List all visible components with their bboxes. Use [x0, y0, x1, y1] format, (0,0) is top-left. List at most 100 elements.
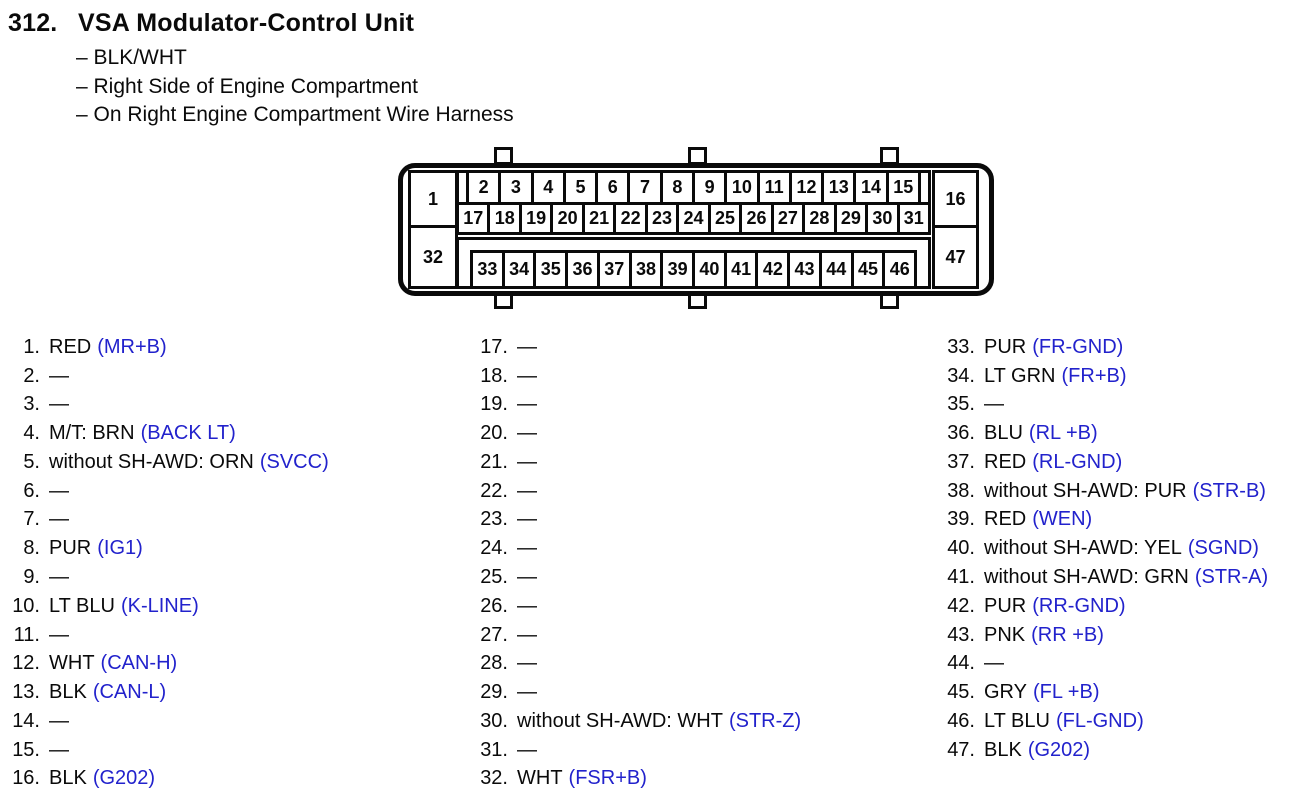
pin-number: 15.	[12, 738, 40, 761]
wire-color: GRY	[984, 681, 1027, 704]
pin-number: 25.	[480, 566, 508, 588]
pin-cell-22: 22	[613, 202, 648, 235]
pin-number: 5.	[23, 450, 40, 473]
wire-color: —	[49, 623, 69, 646]
pin-number: 24.	[480, 537, 508, 560]
signal-name: (STR-A)	[1194, 566, 1269, 588]
wire-color: PNK	[984, 623, 1026, 646]
wire-color: BLK	[984, 738, 1022, 761]
signal-name: (RL-GND)	[1032, 450, 1123, 473]
pin-entry: 31.—	[468, 736, 801, 765]
pin-entry: 21.—	[468, 448, 801, 477]
pin-cell-10: 10	[724, 170, 760, 205]
pin-entry: 30.without SH-AWD: WHT(STR-Z)	[468, 707, 801, 736]
signal-name: (FR+B)	[1061, 364, 1127, 387]
pin-number: 42.	[947, 594, 975, 617]
pin-entry: 6.—	[0, 477, 329, 506]
pin-list-column-2: 17.—18.—19.—20.—21.—22.—23.—24.—25.—26.—…	[468, 333, 801, 793]
pin-cell-17: 17	[456, 202, 491, 235]
pin-cell-24: 24	[676, 202, 711, 235]
wire-color: —	[517, 652, 537, 675]
pin-number: 1.	[23, 335, 40, 358]
pin-number: 4.	[23, 422, 40, 445]
wire-color: LT BLU	[984, 709, 1050, 732]
wire-color: —	[517, 393, 537, 416]
pin-entry: 46.LT BLU(FL-GND)	[935, 707, 1268, 736]
signal-name: (CAN-H)	[100, 652, 178, 675]
pin-number: 20.	[480, 422, 508, 445]
signal-name: (FR-GND)	[1032, 335, 1124, 358]
pin-entry: 8.PUR(IG1)	[0, 534, 329, 563]
pin-cell-3: 3	[498, 170, 534, 205]
pin-cell-35: 35	[533, 250, 569, 289]
pin-cell-8: 8	[659, 170, 695, 205]
pin-number: 39.	[947, 508, 975, 531]
pin-entry: 36.BLU(RL +B)	[935, 419, 1268, 448]
wire-color: RED	[984, 508, 1027, 531]
pin-cell-29: 29	[833, 202, 869, 235]
pin-entry: 38.without SH-AWD: PUR(STR-B)	[935, 477, 1268, 506]
pin-cell-43: 43	[787, 250, 822, 289]
pin-cell-5: 5	[562, 170, 599, 205]
pin-entry: 27.—	[468, 621, 801, 650]
pin-cell-34: 34	[501, 250, 537, 289]
wire-color: PUR	[49, 537, 92, 560]
signal-name: (SVCC)	[259, 450, 329, 473]
pin-list-column-1: 1.RED(MR+B)2.—3.—4.M/T: BRN(BACK LT)5.wi…	[0, 333, 329, 793]
pin-number: 38.	[947, 479, 975, 502]
wire-color: —	[49, 508, 69, 531]
wire-color: RED	[49, 335, 92, 358]
pin-number: 22.	[480, 479, 508, 502]
pin-cell-39: 39	[660, 250, 696, 289]
pin-entry: 43.PNK(RR +B)	[935, 621, 1268, 650]
pin-number: 26.	[480, 594, 508, 617]
pin-entry: 44.—	[935, 649, 1268, 678]
pin-entry: 10.LT BLU(K-LINE)	[0, 592, 329, 621]
wire-color: without SH-AWD: PUR	[984, 479, 1187, 502]
pin-cell-11: 11	[756, 170, 792, 205]
pin-number: 34.	[947, 364, 975, 387]
pin-entry: 45.GRY(FL +B)	[935, 678, 1268, 707]
pin-number: 6.	[23, 479, 40, 502]
pin-entry: 19.—	[468, 391, 801, 420]
pin-entry: 1. RED(MR+B)	[0, 333, 329, 362]
pin-entry: 20.—	[468, 419, 801, 448]
signal-name: (RR-GND)	[1032, 594, 1126, 617]
pin-entry: 11.—	[0, 621, 329, 650]
pin-entry: 34.LT GRN(FR+B)	[935, 362, 1268, 391]
wire-color: RED	[984, 450, 1027, 473]
pin-cell-6: 6	[595, 170, 631, 205]
wire-color: without SH-AWD: YEL	[984, 537, 1182, 560]
pin-cell-47: 47	[932, 225, 979, 289]
pin-cell-14: 14	[853, 170, 889, 205]
pin-entry: 9.—	[0, 563, 329, 592]
pin-number: 16.	[12, 767, 40, 790]
signal-name: (RL +B)	[1028, 422, 1098, 445]
pin-cell-19: 19	[518, 202, 554, 235]
pin-number: 12.	[12, 652, 40, 675]
pin-cell-21: 21	[581, 202, 617, 235]
pin-number: 2.	[23, 364, 40, 387]
section-number: 312.	[8, 9, 58, 37]
pin-cell-38: 38	[628, 250, 664, 289]
pin-number: 31.	[480, 738, 508, 761]
wire-color: PUR	[984, 335, 1027, 358]
wire-color: —	[49, 566, 69, 588]
pin-entry: 41.without SH-AWD: GRN(STR-A)	[935, 563, 1268, 592]
signal-name: (FSR+B)	[568, 767, 647, 790]
pin-cell-16: 16	[932, 170, 979, 228]
pin-cell-31: 31	[896, 202, 932, 235]
signal-name: (SGND)	[1187, 537, 1259, 560]
pin-entry: 15.—	[0, 736, 329, 765]
pin-cell-2: 2	[466, 170, 502, 205]
signal-name: (IG1)	[97, 537, 143, 560]
detail-wire-color: – BLK/WHT	[76, 46, 187, 69]
pin-entry: 39.RED(WEN)	[935, 506, 1268, 535]
signal-name: (MR+B)	[97, 335, 167, 358]
spacer-cell	[917, 170, 931, 205]
pin-number: 21.	[480, 450, 508, 473]
section-title: VSA Modulator-Control Unit	[78, 9, 415, 37]
pin-number: 32.	[480, 767, 508, 790]
